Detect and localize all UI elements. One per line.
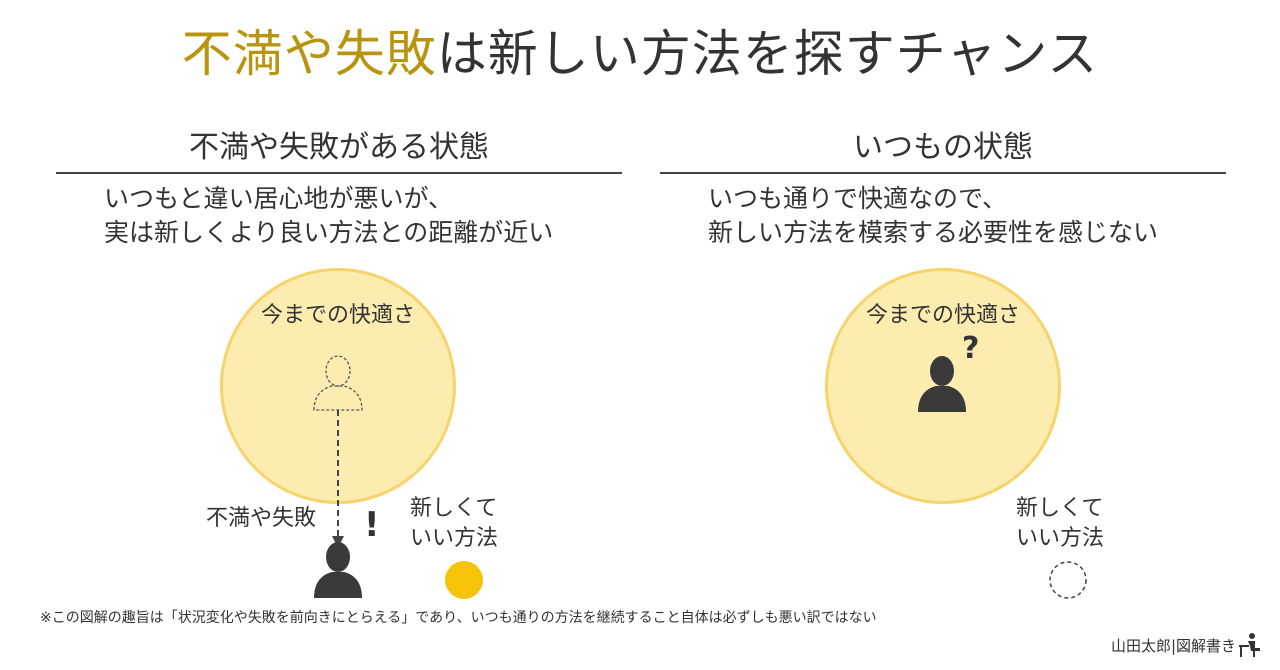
right-new-method-label: 新しくて いい方法 [1016,494,1104,554]
person-at-desk-icon [1239,633,1260,657]
right-new-method-line1: 新しくて [1016,496,1104,521]
left-panel-title: 不満や失敗がある状態 [189,130,489,165]
exclamation-icon: ! [364,505,380,545]
dissatisfaction-label: 不満や失敗 [206,506,317,531]
person-outline-icon [313,355,363,411]
left-circle-label: 今までの快適さ [260,303,415,328]
left-new-method-line1: 新しくて [410,496,498,521]
right-desc-line1: いつも通りで快適なので、 [708,184,1008,213]
page-title: 不満や失敗は新しい方法を探すチャンス [0,22,1280,86]
right-panel-divider [660,172,1226,174]
left-new-method-label: 新しくて いい方法 [410,494,498,554]
dashed-circle-icon [1049,561,1087,599]
person-icon [918,356,966,412]
title-rest: は新しい方法を探すチャンス [436,25,1099,83]
right-circle-label: 今までの快適さ [865,303,1020,328]
left-panel-description: いつもと違い居心地が悪いが、 実は新しくより良い方法との距離が近い [104,182,553,250]
person-icon [314,542,362,598]
filled-dot-icon [445,561,483,599]
right-desc-line2: 新しい方法を模索する必要性を感じない [708,218,1159,247]
right-new-method-line2: いい方法 [1016,526,1105,551]
credit: 山田太郎|図解書き [1110,637,1236,655]
right-comfort-circle [825,268,1061,504]
dashed-arrow-icon [332,410,344,548]
right-panel-title: いつもの状態 [853,130,1033,165]
title-accent: 不満や失敗 [181,25,437,83]
left-desc-line2: 実は新しくより良い方法との距離が近い [104,218,554,247]
footnote: ※この図解の趣旨は「状況変化や失敗を前向きにとらえる」であり、いつも通りの方法を… [40,610,877,626]
question-icon: ? [962,331,980,366]
right-panel-description: いつも通りで快適なので、 新しい方法を模索する必要性を感じない [708,182,1158,250]
left-new-method-line2: いい方法 [410,526,499,551]
left-panel-divider [56,172,622,174]
left-desc-line1: いつもと違い居心地が悪いが、 [104,184,454,213]
